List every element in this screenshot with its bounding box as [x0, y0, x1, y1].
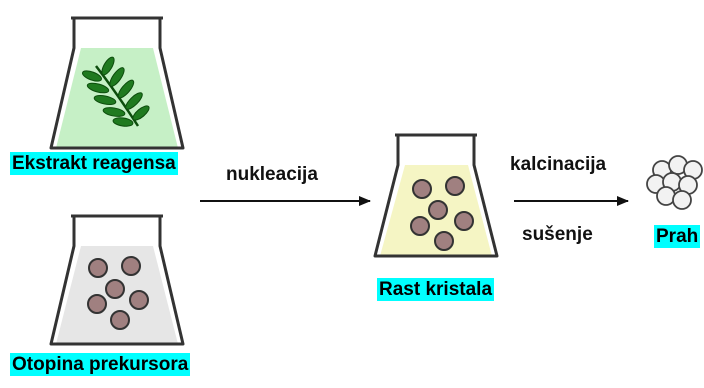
particle-cluster-icon	[87, 256, 149, 330]
calcination-step-label: kalcinacija	[510, 154, 607, 175]
extract-label: Ekstrakt reagensa	[10, 152, 178, 175]
crystal-particles-icon	[410, 176, 474, 251]
powder-spheres-icon	[646, 155, 703, 210]
fern-leaf-icon	[82, 56, 150, 127]
nucleation-step-label: nukleacija	[226, 164, 318, 185]
drying-step-label: sušenje	[522, 224, 593, 245]
powder-label: Prah	[654, 225, 701, 248]
growth-label: Rast kristala	[377, 278, 495, 301]
precursor-label: Otopina prekursora	[10, 353, 191, 376]
